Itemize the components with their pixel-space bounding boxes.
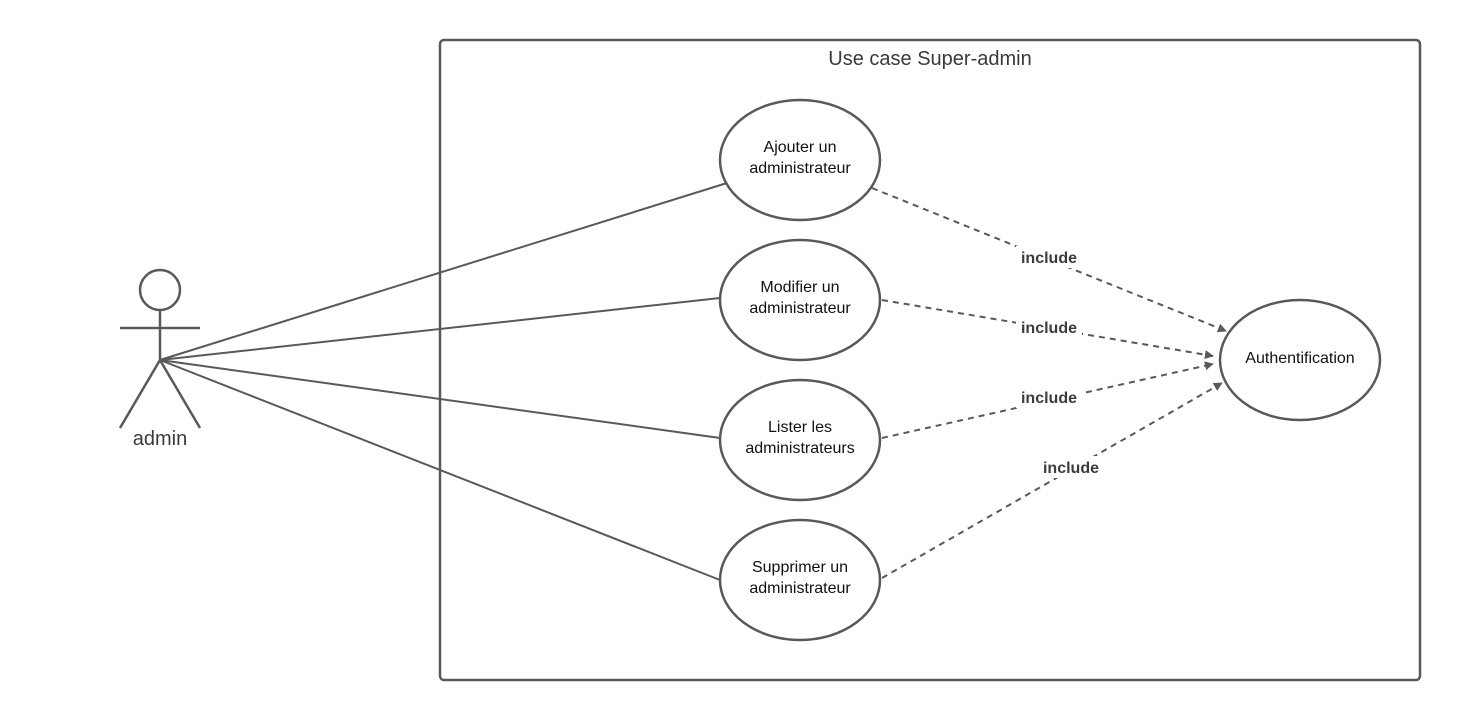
include-labels: include include include include [1016, 246, 1104, 478]
use-case-ellipse [718, 518, 882, 642]
use-case-label: administrateur [749, 160, 851, 177]
use-case-label: Supprimer un [752, 559, 848, 576]
include-label-supprimer: include [1043, 460, 1099, 477]
use-case-lister[interactable]: Lister les administrateurs [718, 378, 882, 502]
use-case-ellipse [718, 238, 882, 362]
use-case-supprimer[interactable]: Supprimer un administrateur [718, 518, 882, 642]
include-label-modifier: include [1021, 320, 1077, 337]
association-line-supprimer [159, 359, 721, 581]
use-case-label: Ajouter un [764, 139, 837, 156]
actor-right-leg [158, 359, 202, 429]
use-case-modifier[interactable]: Modifier un administrateur [718, 238, 882, 362]
use-case-ajouter[interactable]: Ajouter un administrateur [718, 98, 882, 222]
use-case-ellipse [1218, 298, 1382, 422]
use-case-label: Authentification [1245, 350, 1354, 367]
system-boundary [438, 38, 1422, 682]
use-case-ellipse [718, 378, 882, 502]
actor-left-leg [118, 359, 162, 429]
system-title: Use case Super-admin [828, 48, 1031, 70]
use-case-label: administrateurs [745, 440, 854, 457]
use-case-authentification[interactable]: Authentification [1218, 298, 1382, 422]
association-line-lister [159, 359, 721, 439]
use-case-label: Modifier un [760, 279, 839, 296]
include-label-ajouter: include [1021, 250, 1077, 267]
use-case-ellipse [718, 98, 882, 222]
use-case-label: administrateur [749, 300, 851, 317]
actor-admin[interactable]: admin [118, 268, 202, 450]
include-label-lister: include [1021, 390, 1077, 407]
include-arrow-supprimer [881, 382, 1223, 579]
use-case-label: Lister les [768, 419, 832, 436]
actor-head [138, 268, 182, 312]
association-lines [159, 182, 728, 581]
association-line-modifier [159, 297, 721, 361]
use-case-label: administrateur [749, 580, 851, 597]
association-line-ajouter [159, 182, 728, 361]
actor-label: admin [133, 428, 187, 450]
